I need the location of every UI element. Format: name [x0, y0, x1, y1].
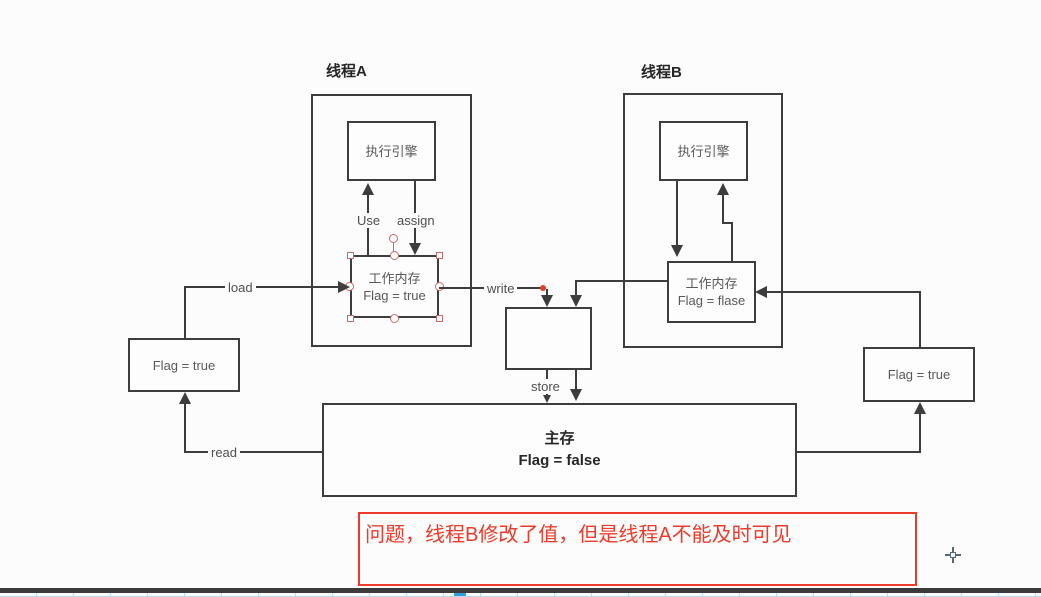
thread-b-down-arrowhead-icon	[671, 245, 683, 257]
annotation-box[interactable]: 问题，线程B修改了值，但是线程A不能及时可见	[358, 512, 917, 586]
store-arrowhead-small-icon	[543, 395, 551, 403]
horizontal-scrollbar-thumb[interactable]	[454, 593, 466, 596]
crosshair-cursor-icon	[945, 547, 961, 563]
main-memory-box[interactable]: 主存 Flag = false	[322, 403, 797, 497]
rotation-handle-stem	[393, 243, 394, 255]
connector-endpoint-dot[interactable]	[540, 285, 546, 291]
right-path-horizontal-top	[767, 291, 921, 293]
selection-handle-bottom-mid[interactable]	[390, 314, 399, 323]
thread-b-store-arrowhead-icon	[570, 295, 582, 307]
store-path-line-right	[575, 370, 577, 390]
read-label: read	[208, 445, 241, 460]
assign-arrowhead-icon	[409, 243, 421, 255]
load-path-vertical	[184, 287, 186, 338]
thread-b-up-arrow-jog	[722, 222, 733, 224]
rotation-handle[interactable]	[389, 234, 398, 243]
thread-a-working-memory-title: 工作内存	[368, 270, 421, 286]
store-arrowhead-icon	[570, 389, 582, 401]
thread-b-down-arrow-line	[676, 181, 678, 247]
assign-label: assign	[394, 213, 438, 228]
write-label: write	[484, 281, 518, 296]
thread-b-up-arrow-line-2	[722, 193, 724, 224]
thread-b-load-arrowhead-icon	[755, 286, 767, 298]
write-arrowhead-icon	[541, 295, 553, 307]
read-path-vertical	[184, 402, 186, 453]
thread-b-working-memory-value: Flag = flase	[677, 293, 746, 308]
thread-b-store-path-horizontal	[575, 280, 667, 282]
right-path-vertical-top	[919, 292, 921, 347]
right-flag-arrowhead-icon	[914, 402, 926, 414]
selection-handle-bottom-left[interactable]	[347, 315, 354, 322]
thread-a-working-memory-box[interactable]: 工作内存 Flag = true	[350, 255, 439, 318]
canvas-bottom-edge	[0, 588, 1041, 593]
load-label: load	[225, 280, 256, 295]
thread-b-working-memory-box[interactable]: 工作内存 Flag = flase	[667, 261, 756, 323]
thread-a-working-memory-value: Flag = true	[363, 287, 426, 303]
main-memory-title: 主存	[544, 430, 575, 447]
annotation-text: 问题，线程B修改了值，但是线程A不能及时可见	[365, 524, 792, 546]
thread-b-title: 线程B	[641, 64, 682, 81]
thread-b-container-box[interactable]	[623, 93, 783, 348]
read-path-horizontal	[184, 451, 322, 453]
thread-b-engine-label: 执行引擎	[677, 143, 730, 159]
selection-handle-top-left[interactable]	[347, 252, 354, 259]
thread-b-up-arrowhead-icon	[717, 183, 729, 195]
load-arrowhead-icon	[338, 281, 350, 293]
horizontal-scrollbar-track[interactable]	[0, 593, 1041, 597]
main-memory-value: Flag = false	[518, 452, 601, 469]
selection-handle-top-right[interactable]	[436, 252, 443, 259]
thread-a-engine-label: 执行引擎	[365, 143, 418, 159]
write-path-vertical	[546, 289, 548, 297]
right-path-vertical-bottom	[919, 412, 921, 453]
store-buffer-box[interactable]	[505, 307, 592, 370]
thread-a-title: 线程A	[326, 63, 367, 80]
thread-a-engine-box[interactable]: 执行引擎	[347, 121, 436, 181]
right-path-horizontal-bottom	[797, 451, 921, 453]
use-arrowhead-icon	[362, 183, 374, 195]
selection-handle-top-mid[interactable]	[390, 251, 399, 260]
selection-handle-bottom-right[interactable]	[436, 315, 443, 322]
thread-b-working-memory-title: 工作内存	[685, 276, 738, 291]
read-arrowhead-icon	[179, 392, 191, 404]
thread-b-store-path-vertical	[575, 280, 577, 296]
store-label: store	[528, 379, 563, 394]
left-flag-label: Flag = true	[152, 357, 216, 373]
selection-handle-right-mid[interactable]	[435, 282, 444, 291]
load-path-horizontal	[184, 286, 339, 288]
thread-a-container-box[interactable]	[311, 94, 472, 347]
right-flag-box[interactable]: Flag = true	[863, 347, 975, 402]
left-flag-box[interactable]: Flag = true	[128, 338, 240, 392]
thread-b-engine-box[interactable]: 执行引擎	[659, 121, 748, 181]
thread-b-up-arrow-line-1	[731, 222, 733, 261]
use-label: Use	[354, 213, 384, 228]
right-flag-label: Flag = true	[887, 367, 951, 382]
assign-arrow-line	[414, 181, 416, 244]
